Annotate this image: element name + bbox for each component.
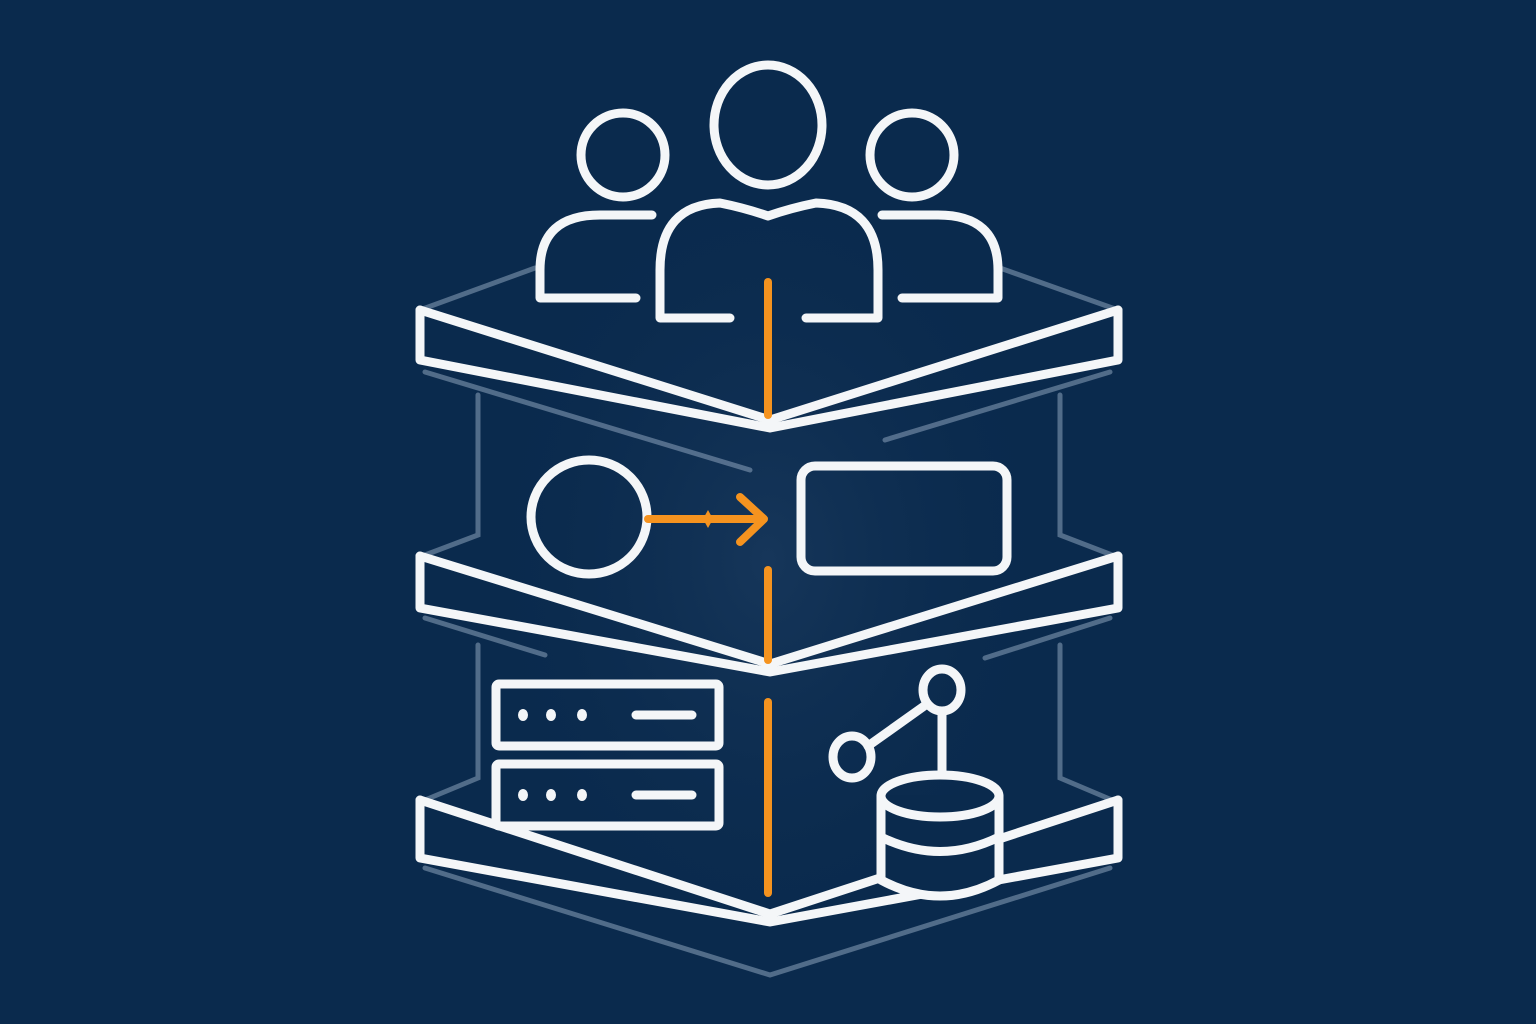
network-graph-icon — [828, 664, 966, 783]
top-layer-platform — [415, 305, 1123, 433]
database-icon — [876, 770, 1004, 901]
shadow-lines — [417, 265, 1121, 978]
server-rack-icon — [491, 679, 724, 831]
arrow-right-icon — [644, 493, 768, 546]
center-glow — [468, 140, 1068, 980]
users-group-icon — [535, 60, 1003, 323]
middle-layer-platform — [415, 551, 1123, 677]
component-box-icon — [796, 461, 1012, 576]
